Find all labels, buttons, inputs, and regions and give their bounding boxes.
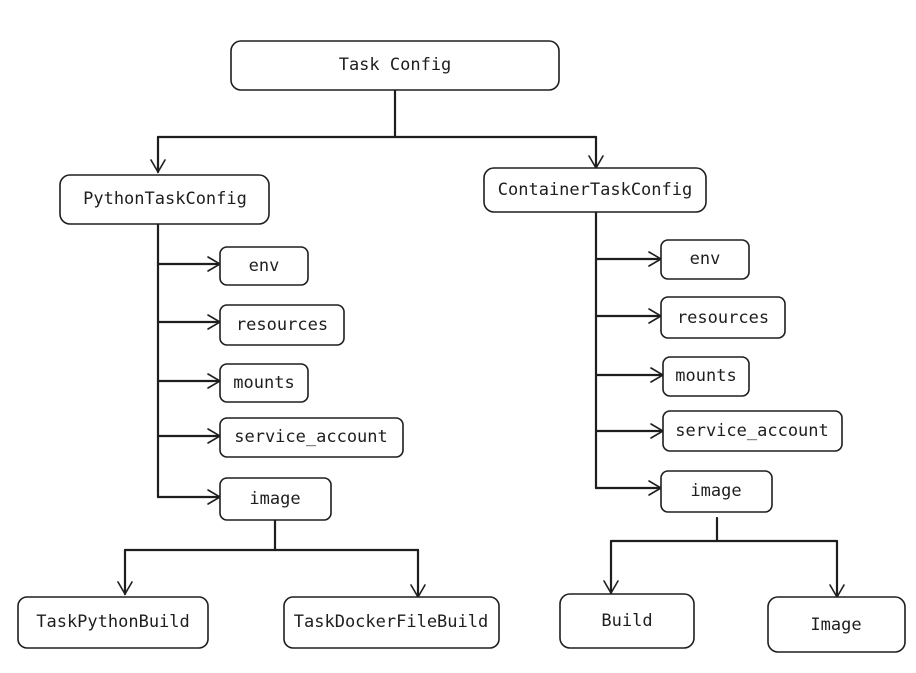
node-container-env-label: env [690,249,721,269]
node-container-mounts-label: mounts [675,366,736,386]
node-container-task-config: ContainerTaskConfig [483,167,707,213]
node-container-resources-label: resources [677,308,769,328]
node-python-service-account-label: service_account [234,427,388,447]
node-container-env: env [660,239,750,280]
node-python-resources: resources [219,304,345,346]
node-task-config: Task Config [230,40,560,91]
node-task-dockerfile-build-label: TaskDockerFileBuild [294,612,488,632]
node-build: Build [559,593,695,649]
node-image-option-label: Image [810,615,861,635]
node-container-mounts: mounts [662,356,750,397]
arrow-to-task-python-build [117,581,133,596]
node-python-task-config-label: PythonTaskConfig [83,189,247,209]
arrow-root-to-python [150,159,166,174]
node-container-service-account: service_account [662,410,843,452]
node-container-image-label: image [690,481,741,501]
node-python-env-label: env [249,256,280,276]
node-container-image: image [660,470,773,513]
node-task-python-build: TaskPythonBuild [17,596,209,649]
node-task-config-label: Task Config [339,55,452,75]
node-image-option: Image [767,596,906,653]
node-task-python-build-label: TaskPythonBuild [36,612,190,632]
node-python-image-label: image [249,489,300,509]
node-container-service-account-label: service_account [675,421,829,441]
node-python-mounts: mounts [219,363,309,403]
node-container-resources: resources [660,296,786,339]
node-python-image: image [219,477,332,521]
node-build-label: Build [601,611,652,631]
node-python-env: env [219,246,309,286]
node-python-task-config: PythonTaskConfig [59,174,270,225]
node-task-dockerfile-build: TaskDockerFileBuild [283,596,500,649]
node-python-service-account: service_account [219,417,404,458]
arrow-to-build [603,580,619,595]
node-python-mounts-label: mounts [233,373,294,393]
node-python-resources-label: resources [236,315,328,335]
node-container-task-config-label: ContainerTaskConfig [498,180,692,200]
